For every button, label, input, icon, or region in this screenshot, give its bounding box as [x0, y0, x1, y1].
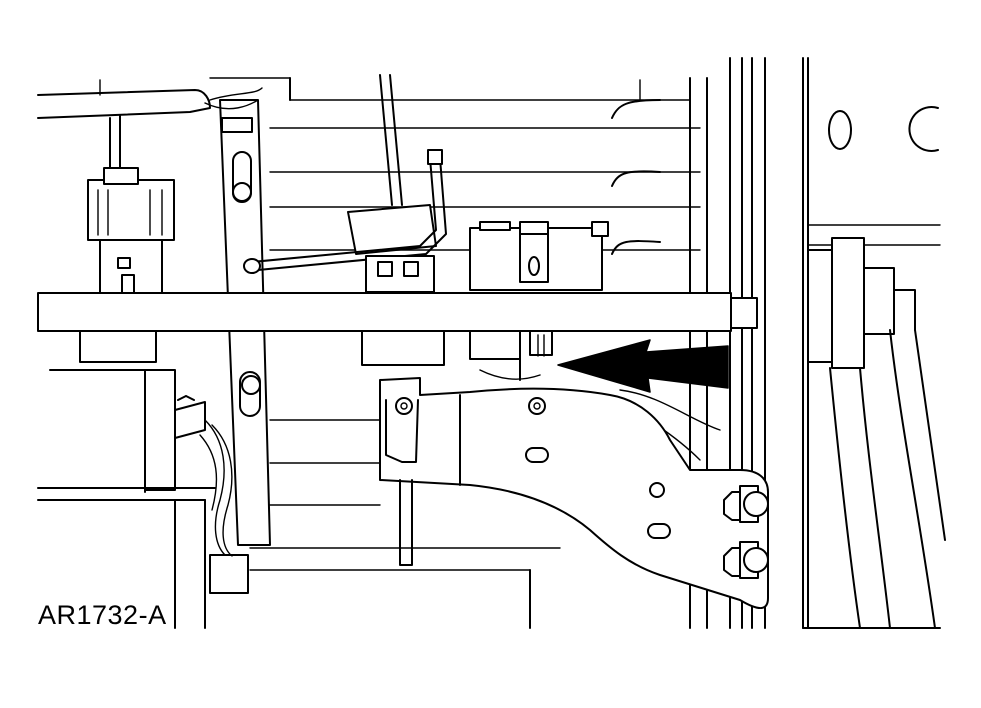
upper-rod-assembly	[243, 74, 447, 293]
right-curved-panel	[802, 329, 946, 629]
mounting-bracket	[379, 377, 769, 629]
left-electrical-connector	[87, 167, 175, 297]
relay-box	[469, 221, 609, 291]
callout-arrow	[557, 339, 729, 393]
cross-bar	[37, 292, 758, 332]
bracket-bolt-lower	[723, 541, 769, 579]
background-panel-lines	[99, 77, 701, 571]
lower-left-housing	[37, 329, 249, 629]
lower-bracket-parts	[361, 330, 721, 461]
upper-hose	[37, 87, 263, 171]
slotted-strap	[219, 99, 271, 546]
right-mount-block	[807, 237, 916, 369]
bracket-bolt-upper	[723, 485, 769, 523]
side-wall-openings	[828, 106, 939, 152]
figure-reference-label: AR1732-A	[38, 600, 167, 630]
wire-clips	[611, 99, 661, 255]
